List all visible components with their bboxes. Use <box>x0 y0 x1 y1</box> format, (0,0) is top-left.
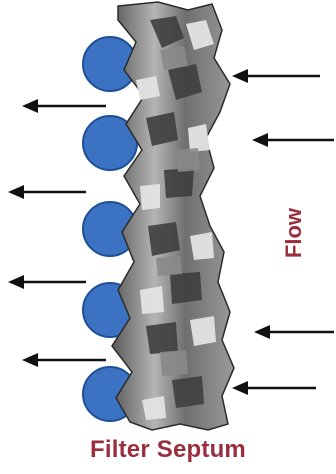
arrow-left-icon <box>232 381 316 395</box>
arrow-left-icon <box>22 353 106 367</box>
flow-label: Flow <box>279 203 309 263</box>
diagram-caption: Filter Septum <box>0 436 336 464</box>
arrow-left-icon <box>22 99 106 113</box>
arrow-left-icon <box>254 325 334 339</box>
arrow-left-icon <box>8 275 86 289</box>
arrow-left-icon <box>252 133 334 147</box>
arrow-left-icon <box>8 185 86 199</box>
arrow-left-icon <box>232 69 320 83</box>
